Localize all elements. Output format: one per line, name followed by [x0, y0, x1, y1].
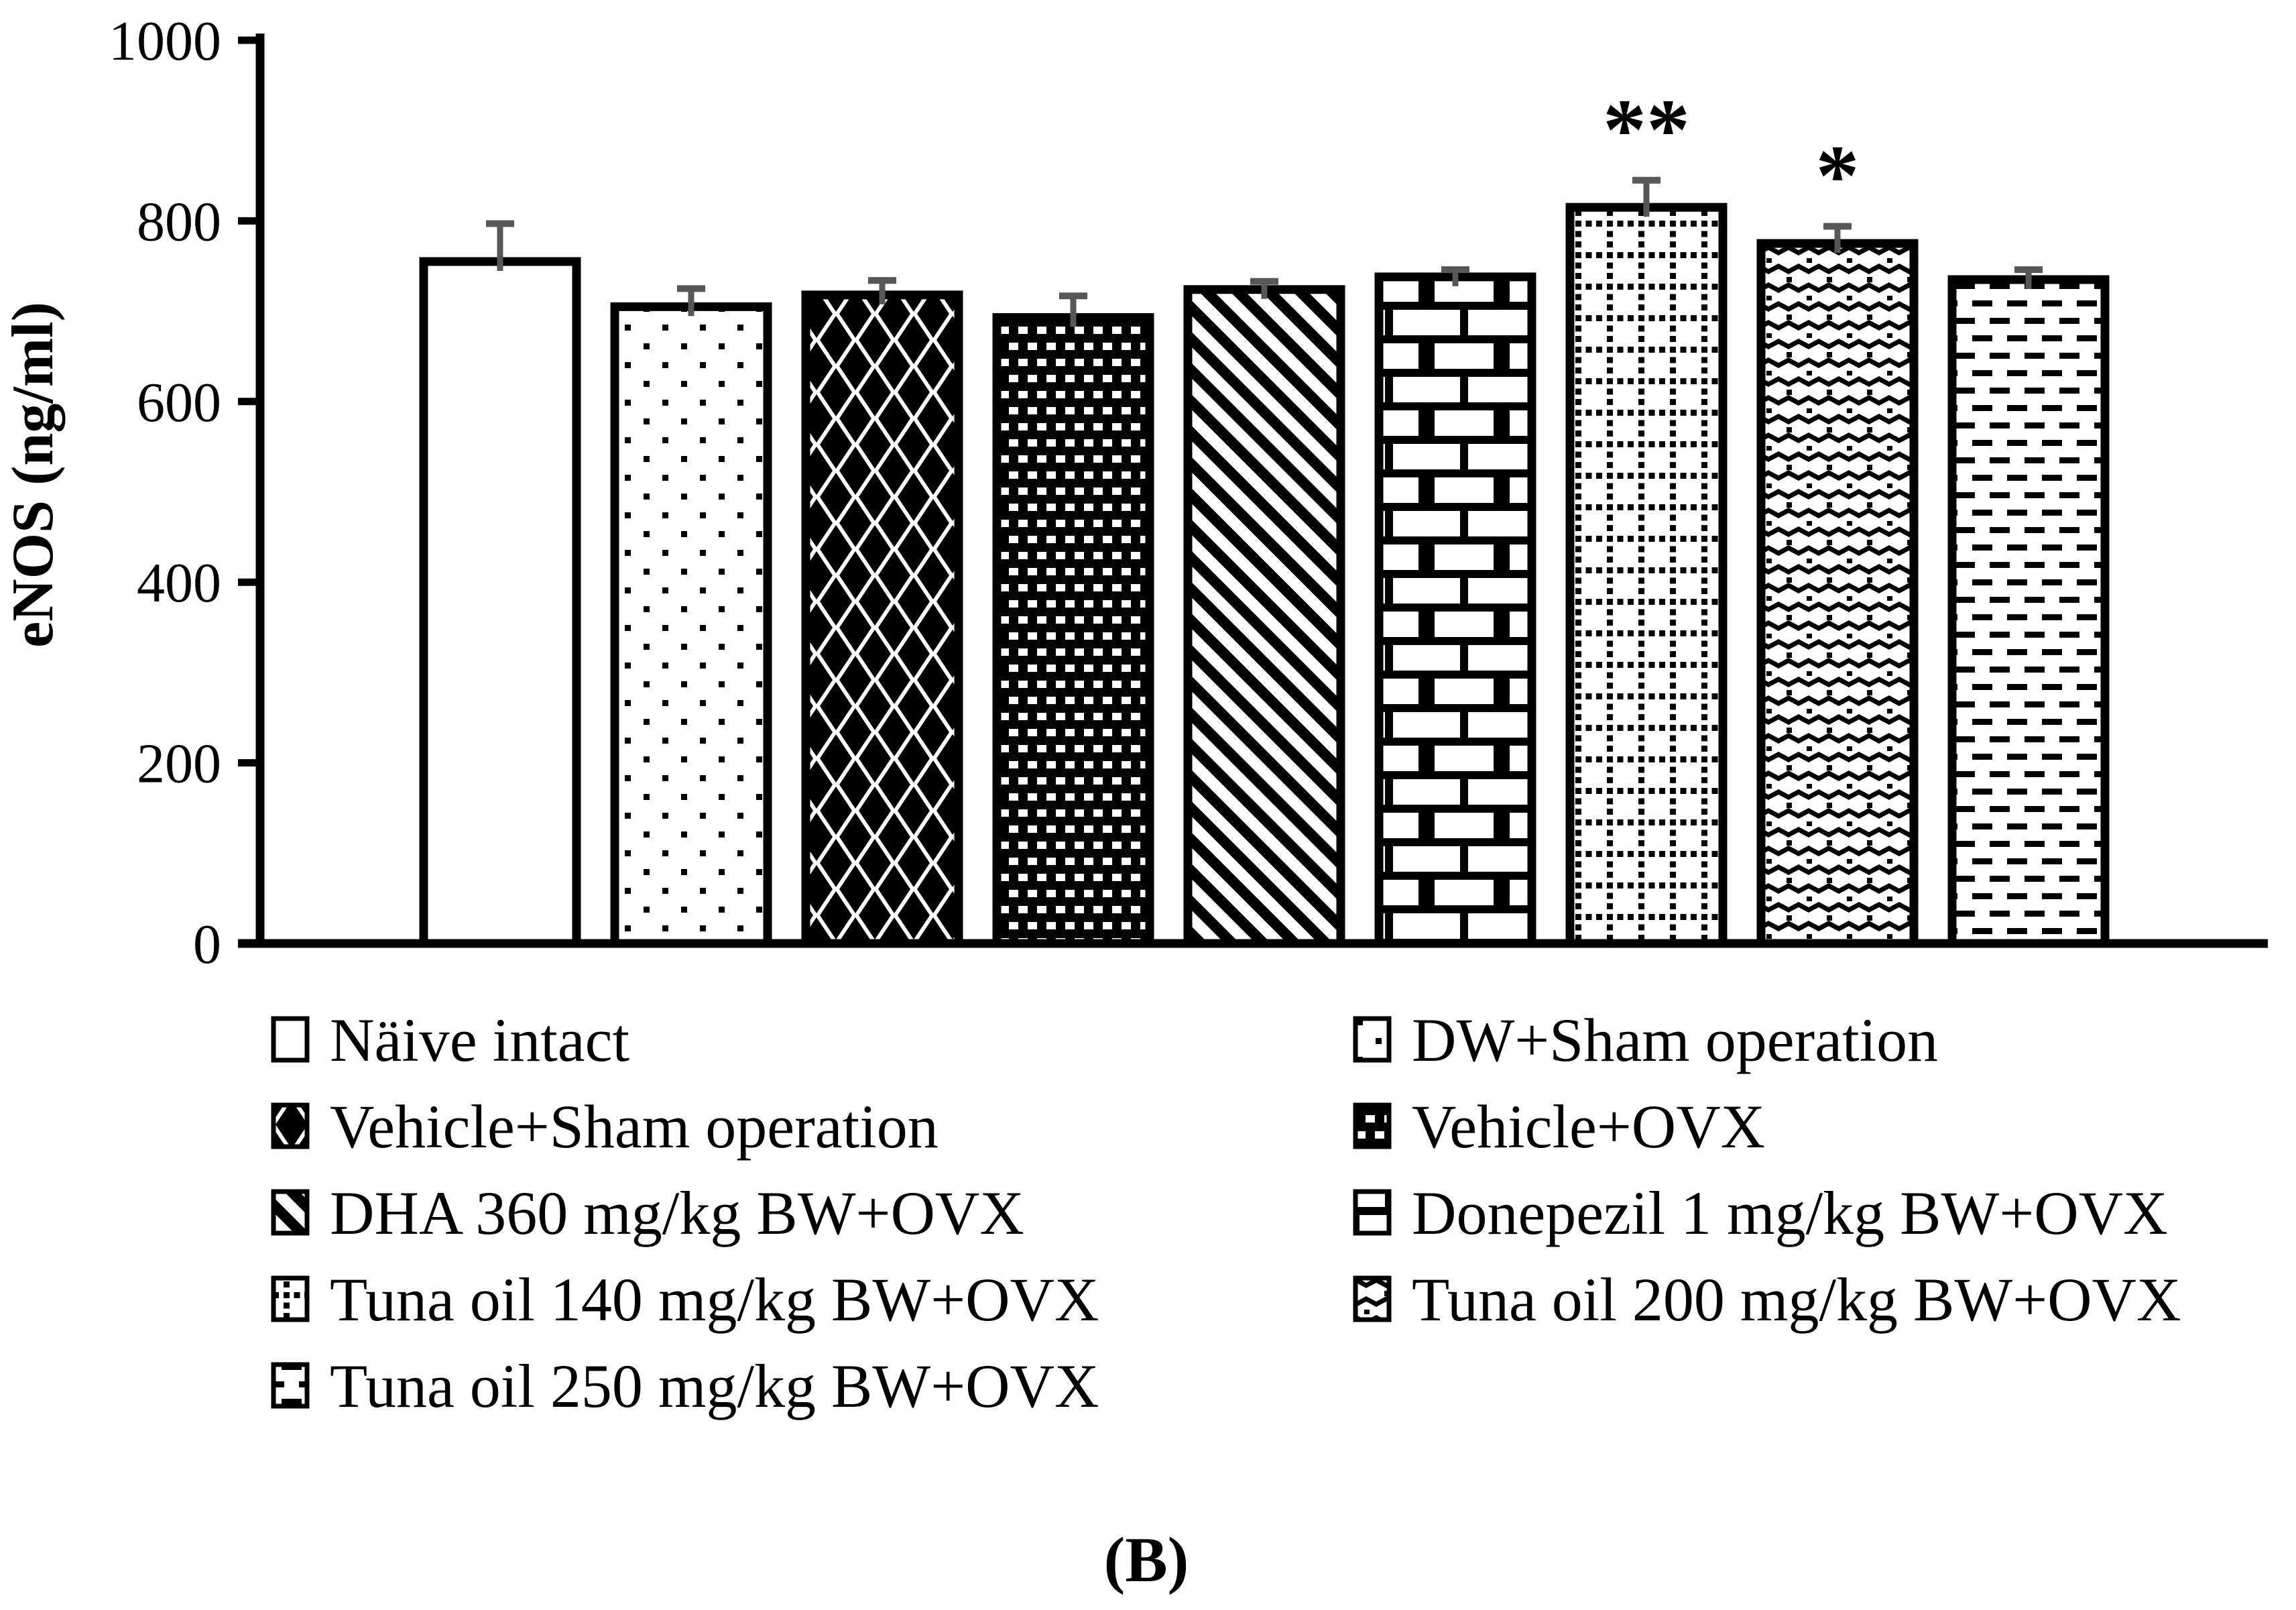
bar-tuna-oil-250-mg-kg-bw-ovx: [1947, 275, 2110, 948]
y-axis-tick-label: 800: [137, 190, 221, 253]
y-axis-title: eNOS (ng/ml): [1, 302, 66, 648]
bar-group-vehicle-sham-operation: [801, 277, 963, 948]
y-axis-tick-label: 1000: [109, 10, 221, 72]
legend-item-label: Tuna oil 250 mg/kg BW+OVX: [330, 1352, 1099, 1420]
legend-item-label: Tuna oil 200 mg/kg BW+OVX: [1412, 1265, 2181, 1334]
legend-item: Vehicle+Sham operation: [271, 1092, 939, 1161]
legend-item: Donepezil 1 mg/kg BW+OVX: [1353, 1179, 2168, 1247]
bar-group-tuna-oil-140-mg-kg-bw-ovx: **: [1565, 82, 1728, 948]
legend-item: Tuna oil 140 mg/kg BW+OVX: [271, 1265, 1099, 1334]
bar-group-vehicle-ovx: [992, 292, 1154, 948]
legend-swatch-brick: [1353, 1189, 1392, 1236]
significance-marker: *: [1816, 127, 1860, 224]
legend-item-label: Näive intact: [330, 1006, 629, 1074]
bar-tuna-oil-200-mg-kg-bw-ovx: [1756, 239, 1919, 948]
bar-group-donepezil-1-mg-kg-bw-ovx: [1374, 266, 1536, 948]
bar-donepezil-1-mg-kg-bw-ovx: [1374, 272, 1536, 948]
bar-vehicle-sham-operation: [801, 290, 963, 948]
bar-näive-intact: [419, 257, 581, 948]
legend-swatch-diagonal-stripes: [271, 1189, 310, 1236]
legend-swatch-dots-sparse: [1353, 1016, 1392, 1063]
bar-group-dw-sham-operation: [610, 285, 772, 948]
y-axis-tick-label: 200: [137, 733, 221, 795]
bar-group-näive-intact: [419, 220, 581, 948]
legend-swatch-checker-dark: [1353, 1102, 1392, 1149]
bar-tuna-oil-140-mg-kg-bw-ovx: [1565, 203, 1728, 948]
legend-item-label: Donepezil 1 mg/kg BW+OVX: [1412, 1179, 2168, 1247]
legend-swatch-dashes: [271, 1362, 310, 1409]
y-axis-tick-label: 600: [137, 371, 221, 434]
bar-group-tuna-oil-200-mg-kg-bw-ovx: *: [1756, 127, 1919, 948]
legend-item-label: DW+Sham operation: [1412, 1006, 1938, 1074]
legend-item-label: Vehicle+OVX: [1412, 1092, 1765, 1161]
bar-vehicle-ovx: [992, 313, 1154, 948]
legend-item: Vehicle+OVX: [1353, 1092, 1765, 1161]
legend-item: Tuna oil 200 mg/kg BW+OVX: [1353, 1265, 2181, 1334]
figure-caption: (B): [1104, 1524, 1189, 1595]
bar-group-tuna-oil-250-mg-kg-bw-ovx: [1947, 266, 2110, 948]
bar-group-dha-360-mg-kg-bw-ovx: [1183, 278, 1345, 948]
y-axis-tick-label: 400: [137, 552, 221, 614]
significance-marker: **: [1603, 82, 1690, 178]
legend-item: DW+Sham operation: [1353, 1006, 1938, 1074]
legend-swatch-dotted-grid: [271, 1275, 310, 1322]
legend-item: DHA 360 mg/kg BW+OVX: [271, 1179, 1024, 1247]
y-axis-tick-label: 0: [193, 913, 221, 976]
legend-swatch-plain: [271, 1016, 310, 1063]
bar-series: ***: [419, 82, 2110, 948]
y-axis-ticks: 0 200 400 600 800 1000: [109, 10, 260, 976]
legend-item-label: Vehicle+Sham operation: [330, 1092, 939, 1161]
legend-item: Näive intact: [271, 1006, 629, 1074]
legend-item-label: DHA 360 mg/kg BW+OVX: [330, 1179, 1024, 1247]
legend-item: Tuna oil 250 mg/kg BW+OVX: [271, 1352, 1099, 1420]
legend-swatch-diamonds: [271, 1102, 310, 1149]
bar-dw-sham-operation: [610, 302, 772, 948]
legend-swatch-waves: [1353, 1275, 1392, 1322]
bar-dha-360-mg-kg-bw-ovx: [1183, 285, 1345, 948]
legend-item-label: Tuna oil 140 mg/kg BW+OVX: [330, 1265, 1099, 1334]
